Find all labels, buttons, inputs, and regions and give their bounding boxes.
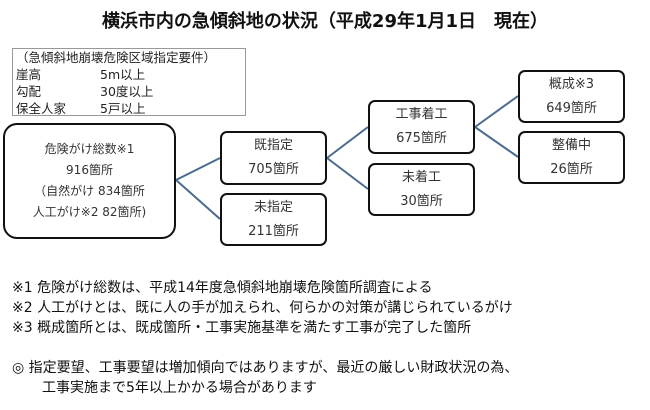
box-count: 26箇所 (550, 161, 593, 177)
box-count: 675箇所 (396, 131, 447, 146)
box-label: 概成※3 (548, 76, 595, 92)
criteria-row: 勾配 30度以上 (16, 83, 242, 100)
connector-line (175, 179, 221, 220)
box-label: 未着工 (401, 169, 441, 185)
artificial-cliffs: 人工がけ※2 82箇所) (32, 205, 147, 219)
box-count: 30箇所 (400, 193, 443, 209)
box-count: 211箇所 (248, 223, 299, 239)
total-count: 916箇所 (66, 163, 113, 177)
box-count: 649箇所 (546, 100, 597, 116)
remark-line-2: 工事実施まで5年以上かかる場合があります (42, 380, 317, 396)
footnote-2: ※2 人工がけとは、既に人の手が加えられ、何らかの対策が講じられているがけ (12, 300, 513, 316)
construction-started-box: 工事着工 675箇所 (368, 100, 475, 154)
connector-line (474, 126, 519, 158)
page-title: 横浜市内の急傾斜地の状況（平成29年1月1日 現在） (101, 11, 549, 32)
criteria-key: 崖高 (16, 67, 42, 82)
total-label: 危険がけ総数※1 (44, 142, 135, 156)
footnote-3: ※3 概成箇所とは、既成箇所・工事実施基準を満たす工事が完了した箇所 (12, 320, 472, 336)
completed-box: 概成※3 649箇所 (518, 70, 625, 123)
criteria-heading: （急傾斜地崩壊危険区域指定要件） (16, 50, 217, 65)
criteria-value: 30度以上 (100, 84, 154, 99)
total-cliffs-box: 危険がけ総数※1 916箇所 （自然がけ 834箇所 人工がけ※2 82箇所) (3, 123, 176, 239)
connector-line (326, 157, 369, 190)
designation-criteria-box: （急傾斜地崩壊危険区域指定要件） 崖高 5m以上 勾配 30度以上 保全人家 5戸以上 (12, 48, 246, 116)
box-count: 705箇所 (248, 162, 299, 177)
undesignated-box: 未指定 211箇所 (220, 193, 327, 246)
remark-line-1: ◎ 指定要望、工事要望は増加傾向ではありますが、最近の厳しい財政状況の為、 (12, 360, 519, 376)
connector-line (175, 157, 221, 181)
box-label: 未指定 (253, 199, 293, 215)
box-label: 工事着工 (395, 107, 448, 122)
criteria-key: 保全人家 (16, 101, 67, 116)
construction-not-started-box: 未着工 30箇所 (368, 163, 475, 216)
box-label: 既指定 (253, 138, 293, 153)
box-label: 整備中 (551, 137, 591, 153)
criteria-value: 5m以上 (100, 67, 146, 82)
connector-line (474, 95, 519, 128)
criteria-row: 崖高 5m以上 (16, 66, 242, 83)
in-progress-box: 整備中 26箇所 (518, 131, 625, 184)
footnote-1: ※1 危険がけ総数は、平成14年度急傾斜地崩壊危険箇所調査による (12, 280, 433, 296)
criteria-value: 5戸以上 (100, 101, 146, 116)
designated-box: 既指定 705箇所 (220, 131, 327, 185)
criteria-row: 保全人家 5戸以上 (16, 100, 242, 117)
natural-cliffs: （自然がけ 834箇所 (34, 184, 145, 198)
criteria-key: 勾配 (16, 84, 42, 99)
connector-line (326, 126, 369, 159)
